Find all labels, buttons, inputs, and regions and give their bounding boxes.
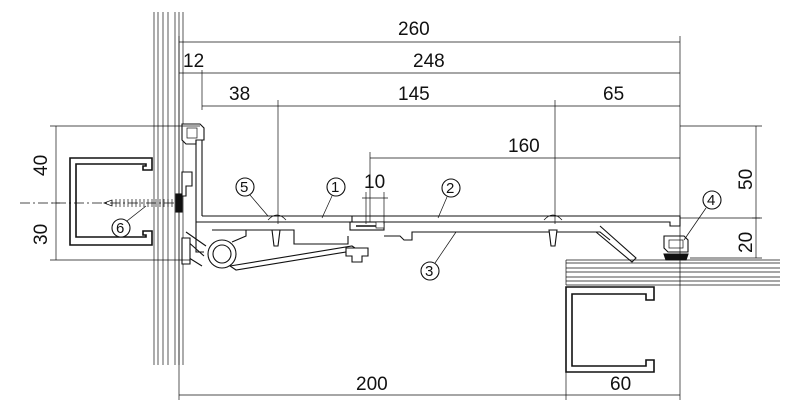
dim-base-right: 60 [610,374,631,395]
callout-1: 1 [321,177,346,219]
svg-text:6: 6 [116,220,124,237]
svg-text:3: 3 [425,263,433,280]
callout-4: 4 [683,190,722,241]
dim-height-right: 50 [736,169,757,190]
svg-text:1: 1 [331,179,339,196]
dim-overall-width: 260 [398,19,430,40]
callout-3: 3 [420,231,457,281]
dim-cover-width: 160 [508,136,540,157]
svg-text:4: 4 [707,192,715,209]
main-profile [181,123,689,271]
callouts: 1 2 3 4 5 6 [111,177,722,281]
dim-span-mid: 145 [398,84,430,105]
left-steel-channel [20,157,180,246]
dim-height-upper: 40 [31,155,52,176]
callout-2: 2 [437,178,461,219]
svg-text:2: 2 [446,180,454,197]
dim-base-left: 200 [356,374,388,395]
dim-inner-width: 248 [413,51,445,72]
dim-left-offset: 12 [183,51,204,72]
right-panel [565,259,780,286]
dim-span-left: 38 [229,84,250,105]
callout-6: 6 [111,205,147,238]
dimension-lines [50,36,762,400]
dim-span-right: 65 [603,84,624,105]
dim-height-lower: 30 [31,224,52,245]
dim-gap: 10 [364,172,385,193]
callout-5: 5 [235,177,269,217]
svg-text:5: 5 [240,179,248,196]
dimension-labels: 260 12 248 38 145 65 160 10 200 60 40 30… [31,19,757,395]
dim-height-right-lower: 20 [736,232,757,253]
right-steel-channel [565,286,655,373]
